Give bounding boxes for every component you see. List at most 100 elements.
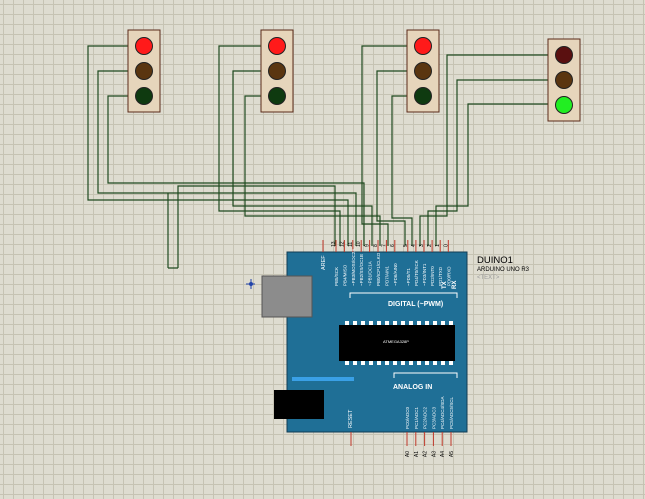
- wire-tl4-green: [435, 103, 548, 246]
- analog-pin-name: PC4/ADC4/SDA: [440, 396, 445, 429]
- chip-pin-top: [345, 321, 349, 325]
- digital-header-bracket: [349, 292, 458, 298]
- digital-label: DIGITAL (~PWM): [388, 301, 443, 308]
- analog-pin-name: PC1/ADC1: [414, 406, 419, 429]
- wires: [87, 45, 548, 269]
- chip-pin-top: [361, 321, 365, 325]
- lamp-amber: [268, 62, 286, 80]
- wire-tl3-green: [391, 95, 413, 246]
- analog-label: ANALOG IN: [393, 384, 432, 391]
- rx-label: RX: [452, 281, 458, 289]
- tx-label: TX: [442, 281, 448, 289]
- digital-pin-number: 8: [373, 244, 379, 247]
- analog-pin-number: A2: [423, 451, 429, 457]
- digital-pin-number: 4: [411, 244, 417, 247]
- digital-pin-name: PD4/T0/XCK: [414, 260, 419, 286]
- chip-pin-bottom: [393, 361, 397, 365]
- digital-pin-number: 10: [356, 241, 362, 247]
- wire-tl1-green: [107, 95, 365, 246]
- aref-label: AREF: [321, 255, 327, 270]
- wire-tl1-amber: [97, 70, 357, 246]
- lamp-amber: [414, 62, 432, 80]
- digital-pin-number: 13: [331, 241, 337, 247]
- digital-pin-name: ~PB2/SS/OC1B: [359, 254, 364, 286]
- digital-pin-name: PB4/MISO: [342, 264, 347, 286]
- lamp-green: [268, 87, 286, 105]
- chip-pin-bottom: [385, 361, 389, 365]
- chip-pin-top: [369, 321, 373, 325]
- chip-pin-bottom: [369, 361, 373, 365]
- digital-pin-number: 2: [427, 244, 433, 247]
- lamp-red: [555, 46, 573, 64]
- analog-pin-number: A1: [414, 451, 420, 457]
- analog-pin-number: A0: [405, 451, 411, 457]
- chip-pin-top: [385, 321, 389, 325]
- chip-pin-top: [441, 321, 445, 325]
- power-jack: [274, 390, 324, 419]
- digital-pin-number: 6: [390, 244, 396, 247]
- digital-pin-number: 0: [443, 244, 449, 247]
- chip-pin-bottom: [361, 361, 365, 365]
- wire-tl4-amber: [427, 79, 548, 246]
- chip-pin-top: [393, 321, 397, 325]
- digital-pin-name: ~PD3/INT1: [422, 263, 427, 286]
- component-part: ARDUINO UNO R3: [477, 267, 530, 273]
- traffic-light[interactable]: [260, 29, 294, 113]
- digital-pin-number: 9: [365, 244, 371, 247]
- digital-pin-name: ~PB1/OC1A: [368, 261, 373, 286]
- lamp-amber: [555, 71, 573, 89]
- digital-pin-name: ~PB3/MOSI/OC2A: [351, 249, 356, 286]
- digital-pin-number: 7: [381, 244, 387, 247]
- lamp-green: [555, 96, 573, 114]
- chip-pin-top: [401, 321, 405, 325]
- chip-pin-bottom: [425, 361, 429, 365]
- blue-strip: [292, 377, 354, 381]
- lamp-amber: [135, 62, 153, 80]
- component-ref: DUINO1: [477, 255, 513, 266]
- lamp-red: [135, 37, 153, 55]
- lamp-green: [135, 87, 153, 105]
- digital-pin-name: PD0/RXD: [446, 266, 451, 286]
- traffic-light[interactable]: [406, 29, 440, 113]
- analog-pin-name: PC2/ADC2: [423, 406, 428, 429]
- analog-pin-number: A5: [449, 451, 455, 457]
- digital-pin-number: 11: [348, 242, 354, 247]
- analog-pin-name: PC3/ADC3: [431, 406, 436, 429]
- board-labels: DIGITAL (~PWM) ANALOG IN ATMEGA328P TX R…: [321, 241, 458, 457]
- lamp-red: [268, 37, 286, 55]
- arduino-uno-board[interactable]: [261, 240, 468, 446]
- digital-pin-name: PB5/SCK: [334, 267, 339, 286]
- chip-pin-bottom: [433, 361, 437, 365]
- digital-pin-name: ~PD6/AIN0: [393, 263, 398, 286]
- traffic-light[interactable]: [127, 29, 161, 113]
- wire-tl3-red: [361, 45, 407, 246]
- digital-pin-name: PD1/TXD: [438, 266, 443, 286]
- wire-tl2-red: [218, 45, 341, 246]
- wire-tl3-amber: [376, 70, 407, 246]
- analog-header-bracket: [393, 372, 458, 378]
- traffic-light[interactable]: [547, 38, 581, 122]
- wire-tl1-red: [87, 45, 349, 246]
- chip-pin-bottom: [353, 361, 357, 365]
- chip-pin-top: [409, 321, 413, 325]
- chip-pin-top: [417, 321, 421, 325]
- digital-pin-name: PB0/ICP1/CLKO: [376, 252, 381, 286]
- wire-loop-a: [177, 185, 336, 268]
- chip-pin-bottom: [401, 361, 405, 365]
- wire-tl2-green: [244, 95, 381, 246]
- component-text-placeholder: <TEXT>: [477, 275, 500, 281]
- analog-pin-name: PC0/ADC0: [405, 406, 410, 429]
- atmega-chip: [339, 325, 455, 361]
- digital-pin-number: 3: [419, 244, 425, 247]
- chip-pin-top: [449, 321, 453, 325]
- chip-label: ATMEGA328P: [383, 339, 409, 344]
- chip-pin-bottom: [441, 361, 445, 365]
- chip-pin-top: [377, 321, 381, 325]
- reset-label: RESET: [348, 409, 354, 428]
- digital-pin-name: PD7/AIN1: [384, 265, 389, 286]
- analog-pin-number: A4: [440, 451, 446, 457]
